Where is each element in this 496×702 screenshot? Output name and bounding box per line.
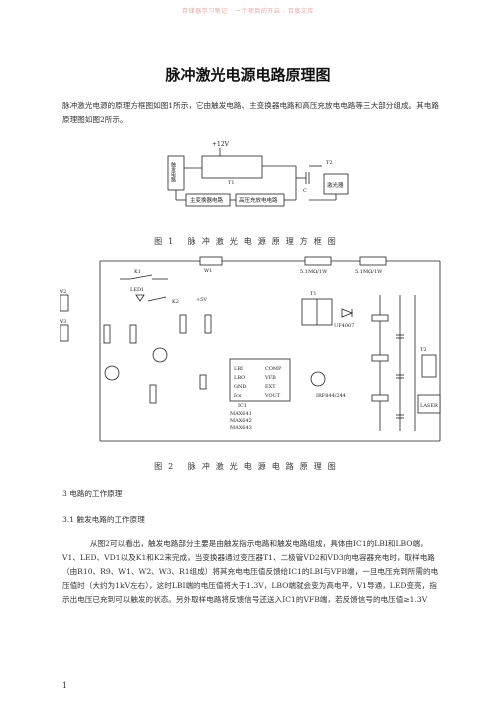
svg-text:MAX643: MAX643 bbox=[230, 425, 252, 431]
fig1-t1-label: T1 bbox=[228, 180, 235, 186]
fig1-t2-label: T2 bbox=[326, 160, 333, 166]
body-paragraph: 从图2可以看出，触发电路部分主要是由触发指示电路和触发电路组成，具体由IC1的L… bbox=[62, 539, 439, 604]
figure1-caption: 图1 脉冲激光电源原理方框图 bbox=[154, 237, 342, 246]
fig2-r11-label: 5.1MΩ/1W bbox=[300, 269, 328, 275]
svg-text:Ics: Ics bbox=[234, 393, 242, 399]
svg-text:MAX641: MAX641 bbox=[230, 411, 252, 417]
svg-text:LBO: LBO bbox=[234, 375, 245, 381]
svg-text:VFB: VFB bbox=[264, 375, 276, 381]
fig2-t1-label: T1 bbox=[310, 291, 317, 297]
svg-text:EXT: EXT bbox=[265, 384, 276, 390]
fig1-t1-block bbox=[201, 155, 263, 179]
svg-text:VOUT: VOUT bbox=[264, 393, 281, 399]
intro-paragraph: 脉冲激光电源的原理方框图如图1所示，它由触发电路、主变换器电路和高压充放电电路等… bbox=[62, 101, 439, 124]
fig2-5v-label: +5V bbox=[196, 297, 207, 303]
svg-text:MAX642: MAX642 bbox=[230, 418, 252, 424]
fig2-w1-label: W1 bbox=[204, 268, 212, 274]
page-title: 脉冲激光电源电路原理图 bbox=[165, 66, 331, 84]
fig2-vd-label: UF4007 bbox=[334, 323, 354, 329]
svg-text:COMP: COMP bbox=[265, 366, 282, 372]
figure2-caption: 图2 脉冲激光电源电路原理图 bbox=[154, 462, 342, 471]
figure1-block-diagram: +12V 触发电路 T1 主变换器电路 高压充放电电路 C T2 激光器 bbox=[167, 141, 349, 207]
fig2-v2-label: IRF844/244 bbox=[316, 393, 346, 399]
fig2-led-label: LED1 bbox=[130, 287, 144, 293]
svg-text:LBI: LBI bbox=[234, 366, 243, 372]
fig1-laser-label: 激光器 bbox=[327, 181, 344, 189]
section-3-1-heading: 3.1 触发电路的工作原理 bbox=[62, 515, 145, 524]
fig1-supply-label: +12V bbox=[212, 141, 230, 148]
svg-text:GND: GND bbox=[234, 384, 246, 390]
fig2-laser-label: LASER bbox=[420, 403, 438, 409]
watermark: 存储器学习笔记 · 一个项目的开启 - 百度文库 bbox=[182, 8, 314, 15]
section-3-heading: 3 电路的工作原理 bbox=[62, 489, 123, 498]
fig2-w3-label: W3 bbox=[60, 319, 66, 325]
fig1-main-label: 主变换器电路 bbox=[190, 196, 224, 204]
fig2-r12-label: 5.1MΩ/1W bbox=[355, 269, 383, 275]
fig2-ic1-label: IC1 bbox=[238, 403, 247, 409]
fig2-t2-label: T2 bbox=[420, 347, 427, 353]
page-number: 1 bbox=[62, 681, 68, 690]
fig2-w2-label: W2 bbox=[60, 289, 66, 295]
fig1-trigger-label: 触发电路 bbox=[170, 161, 176, 183]
fig1-charge-label: 高压充放电电路 bbox=[239, 196, 278, 204]
fig2-k1-label: K1 bbox=[134, 269, 141, 275]
figure2-circuit-schematic: W1 5.1MΩ/1W 5.1MΩ/1W K1 K2 LED1 W2 W3 +5… bbox=[60, 256, 441, 442]
fig1-c-label: C bbox=[303, 188, 307, 194]
fig2-k2-label: K2 bbox=[172, 299, 179, 305]
fig2-ic1 bbox=[229, 358, 291, 402]
